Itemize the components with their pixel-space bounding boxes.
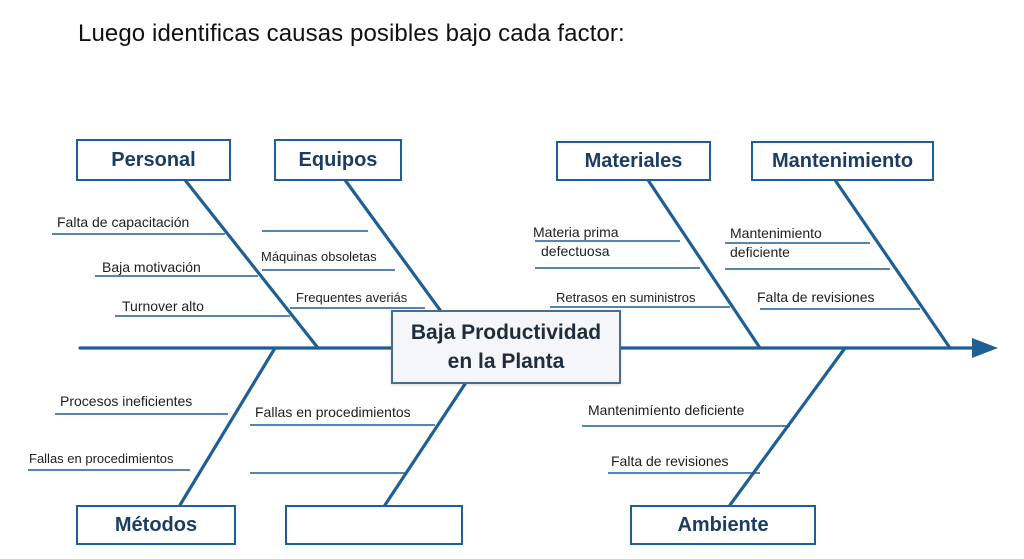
cause-label: defectuosa [541, 243, 610, 259]
category-materiales: Materiales [556, 141, 711, 181]
cause-label: deficiente [730, 244, 790, 260]
cause-label: Máquinas obsoletas [261, 249, 377, 264]
cause-label: Mantenimiento [730, 225, 822, 241]
bone-metodos [178, 346, 277, 507]
cause-label: Retrasos en suministros [556, 290, 696, 305]
cause-label: Materia prima [533, 224, 619, 240]
effect-line-1: Baja Productividad [410, 321, 602, 344]
bone-empty [383, 382, 467, 507]
cause-label: Falta de revisiones [611, 453, 729, 469]
effect-line-2: en la Planta [447, 350, 565, 373]
category-empty [285, 505, 463, 545]
category-metodos: Métodos [76, 505, 236, 545]
cause-label: Procesos ineficientes [60, 393, 193, 409]
category-ambiente: Ambiente [630, 505, 816, 545]
cause-label: Frequentes averiás [296, 290, 408, 305]
bone-mantenimiento [833, 178, 952, 350]
cause-label: Baja motivación [102, 259, 201, 275]
cause-label: Fallas en procedimientos [255, 404, 411, 420]
cause-label: Fallas en procedimientos [29, 451, 174, 466]
spine-arrowhead [972, 338, 998, 358]
cause-label: Falta de revisiones [757, 289, 875, 305]
category-mantenimiento: Mantenimiento [751, 141, 934, 181]
bone-materiales [646, 178, 762, 350]
cause-label: Mantenimíento deficiente [588, 402, 745, 418]
category-personal: Personal [76, 139, 231, 181]
bone-equipos [343, 178, 442, 312]
intro-text: Luego identificas causas posibles bajo c… [78, 20, 625, 47]
category-equipos: Equipos [274, 139, 402, 181]
cause-label: Falta de capacitación [57, 214, 190, 230]
effect-box: Baja Productividad en la Planta [391, 310, 621, 384]
bone-personal [183, 178, 320, 350]
cause-label: Turnover alto [122, 298, 204, 314]
